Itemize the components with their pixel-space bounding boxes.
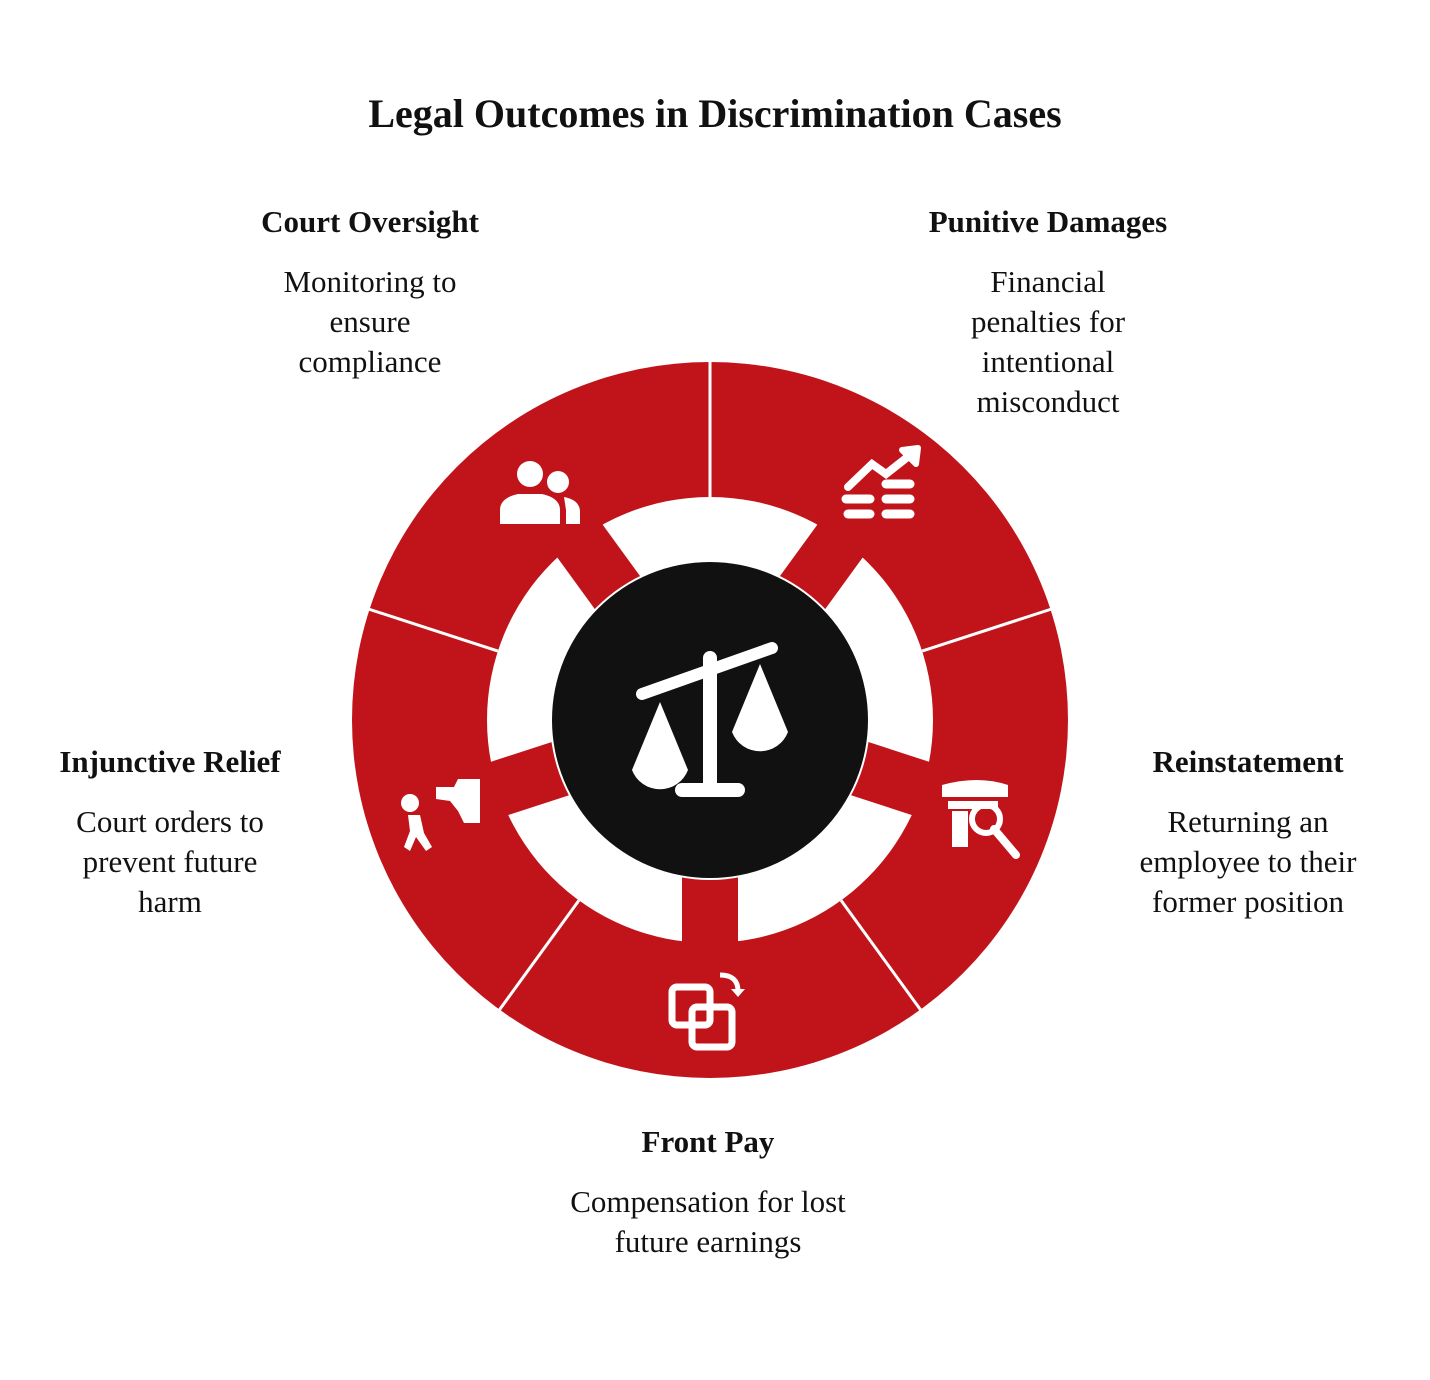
scales-of-justice-icon — [632, 642, 788, 797]
item-front-pay: Front Pay Compensation for lost future e… — [548, 1122, 868, 1262]
people-icon — [500, 461, 580, 524]
segment-divider — [367, 607, 499, 653]
segment-divider — [839, 899, 923, 1013]
stop-hand-icon — [401, 779, 480, 851]
item-label: Reinstatement — [1152, 744, 1344, 779]
item-label: Front Pay — [641, 1124, 775, 1159]
item-reinstatement: Reinstatement Returning an employee to t… — [1088, 742, 1408, 922]
employee-search-icon — [942, 780, 1020, 859]
item-description: Compensation for lost future earnings — [570, 1184, 846, 1259]
item-description: Returning an employee to their former po… — [1139, 804, 1357, 919]
item-description: Court orders to prevent future harm — [76, 804, 264, 919]
item-label: Punitive Damages — [928, 204, 1168, 239]
item-punitive-damages: Punitive Damages Financial penalties for… — [888, 202, 1208, 422]
item-label: Court Oversight — [261, 204, 479, 239]
item-injunctive-relief: Injunctive Relief Court orders to preven… — [10, 742, 330, 922]
item-court-oversight: Court Oversight Monitoring to ensure com… — [210, 202, 530, 382]
item-description: Financial penalties for intentional misc… — [970, 264, 1126, 419]
diagram-title: Legal Outcomes in Discrimination Cases — [368, 91, 1062, 136]
item-description: Monitoring to ensure compliance — [283, 264, 457, 379]
segment-divider — [497, 899, 581, 1013]
segment-divider — [921, 607, 1053, 653]
money-trend-icon — [841, 445, 921, 519]
item-label: Injunctive Relief — [59, 744, 281, 779]
transfer-icon — [668, 972, 745, 1051]
